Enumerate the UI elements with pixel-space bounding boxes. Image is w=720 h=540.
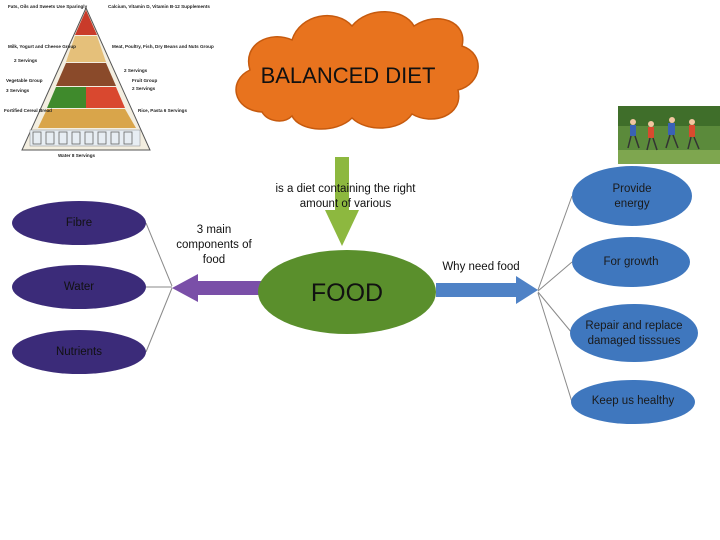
components-label: 3 main components of food bbox=[176, 224, 252, 266]
pyramid-label: Rice, Pasta 6 Servings bbox=[138, 108, 187, 113]
component-ovals bbox=[12, 201, 146, 374]
reason-ovals bbox=[570, 166, 698, 424]
pyramid-label: Fortified Cereal Bread bbox=[4, 108, 52, 113]
pyramid-label: 2 Servings bbox=[124, 68, 148, 73]
pyramid-label: Fats, Oils and Sweets Use Sparingly bbox=[8, 4, 88, 9]
title-cloud bbox=[235, 11, 479, 130]
down-arrow bbox=[325, 157, 359, 246]
left-arrow bbox=[172, 274, 262, 302]
reason-energy: Provide energy bbox=[612, 183, 652, 210]
children-playing-photo bbox=[618, 106, 720, 164]
definition-text: is a diet containing the right amount of… bbox=[275, 183, 416, 210]
pyramid-label: Milk, Yogurt and Cheese Group bbox=[8, 44, 76, 49]
reason-healthy: Keep us healthy bbox=[591, 395, 675, 407]
pyramid-label: 3 Servings bbox=[6, 88, 30, 93]
component-fibre: Fibre bbox=[65, 217, 93, 229]
pyramid-label: Fruit Group bbox=[132, 78, 157, 83]
reason-growth: For growth bbox=[603, 256, 659, 268]
pyramid-label: Vegetable Group bbox=[6, 78, 43, 83]
pyramid-label: Meat, Poultry, Fish, Dry Beans and Nuts … bbox=[112, 44, 214, 49]
reason-repair: Repair and replace damaged tisssues bbox=[585, 320, 683, 347]
pyramid-label: Calcium, Vitamin D, Vitamin B-12 Supplem… bbox=[108, 4, 210, 9]
food-oval bbox=[258, 250, 436, 334]
food-label: FOOD bbox=[310, 279, 384, 307]
why-label: Why need food bbox=[442, 261, 520, 273]
pyramid-label: Water 8 Servings bbox=[58, 153, 96, 158]
diagram-title: BALANCED DIET bbox=[260, 63, 436, 88]
food-pyramid-image: Fats, Oils and Sweets Use Sparingly Calc… bbox=[0, 0, 214, 160]
component-water: Water bbox=[63, 281, 95, 293]
connector-lines bbox=[145, 195, 573, 403]
right-arrow bbox=[436, 276, 538, 304]
pyramid-label: 2 Servings bbox=[14, 58, 38, 63]
component-nutrients: Nutrients bbox=[55, 346, 103, 358]
pyramid-label: 2 Servings bbox=[132, 86, 156, 91]
